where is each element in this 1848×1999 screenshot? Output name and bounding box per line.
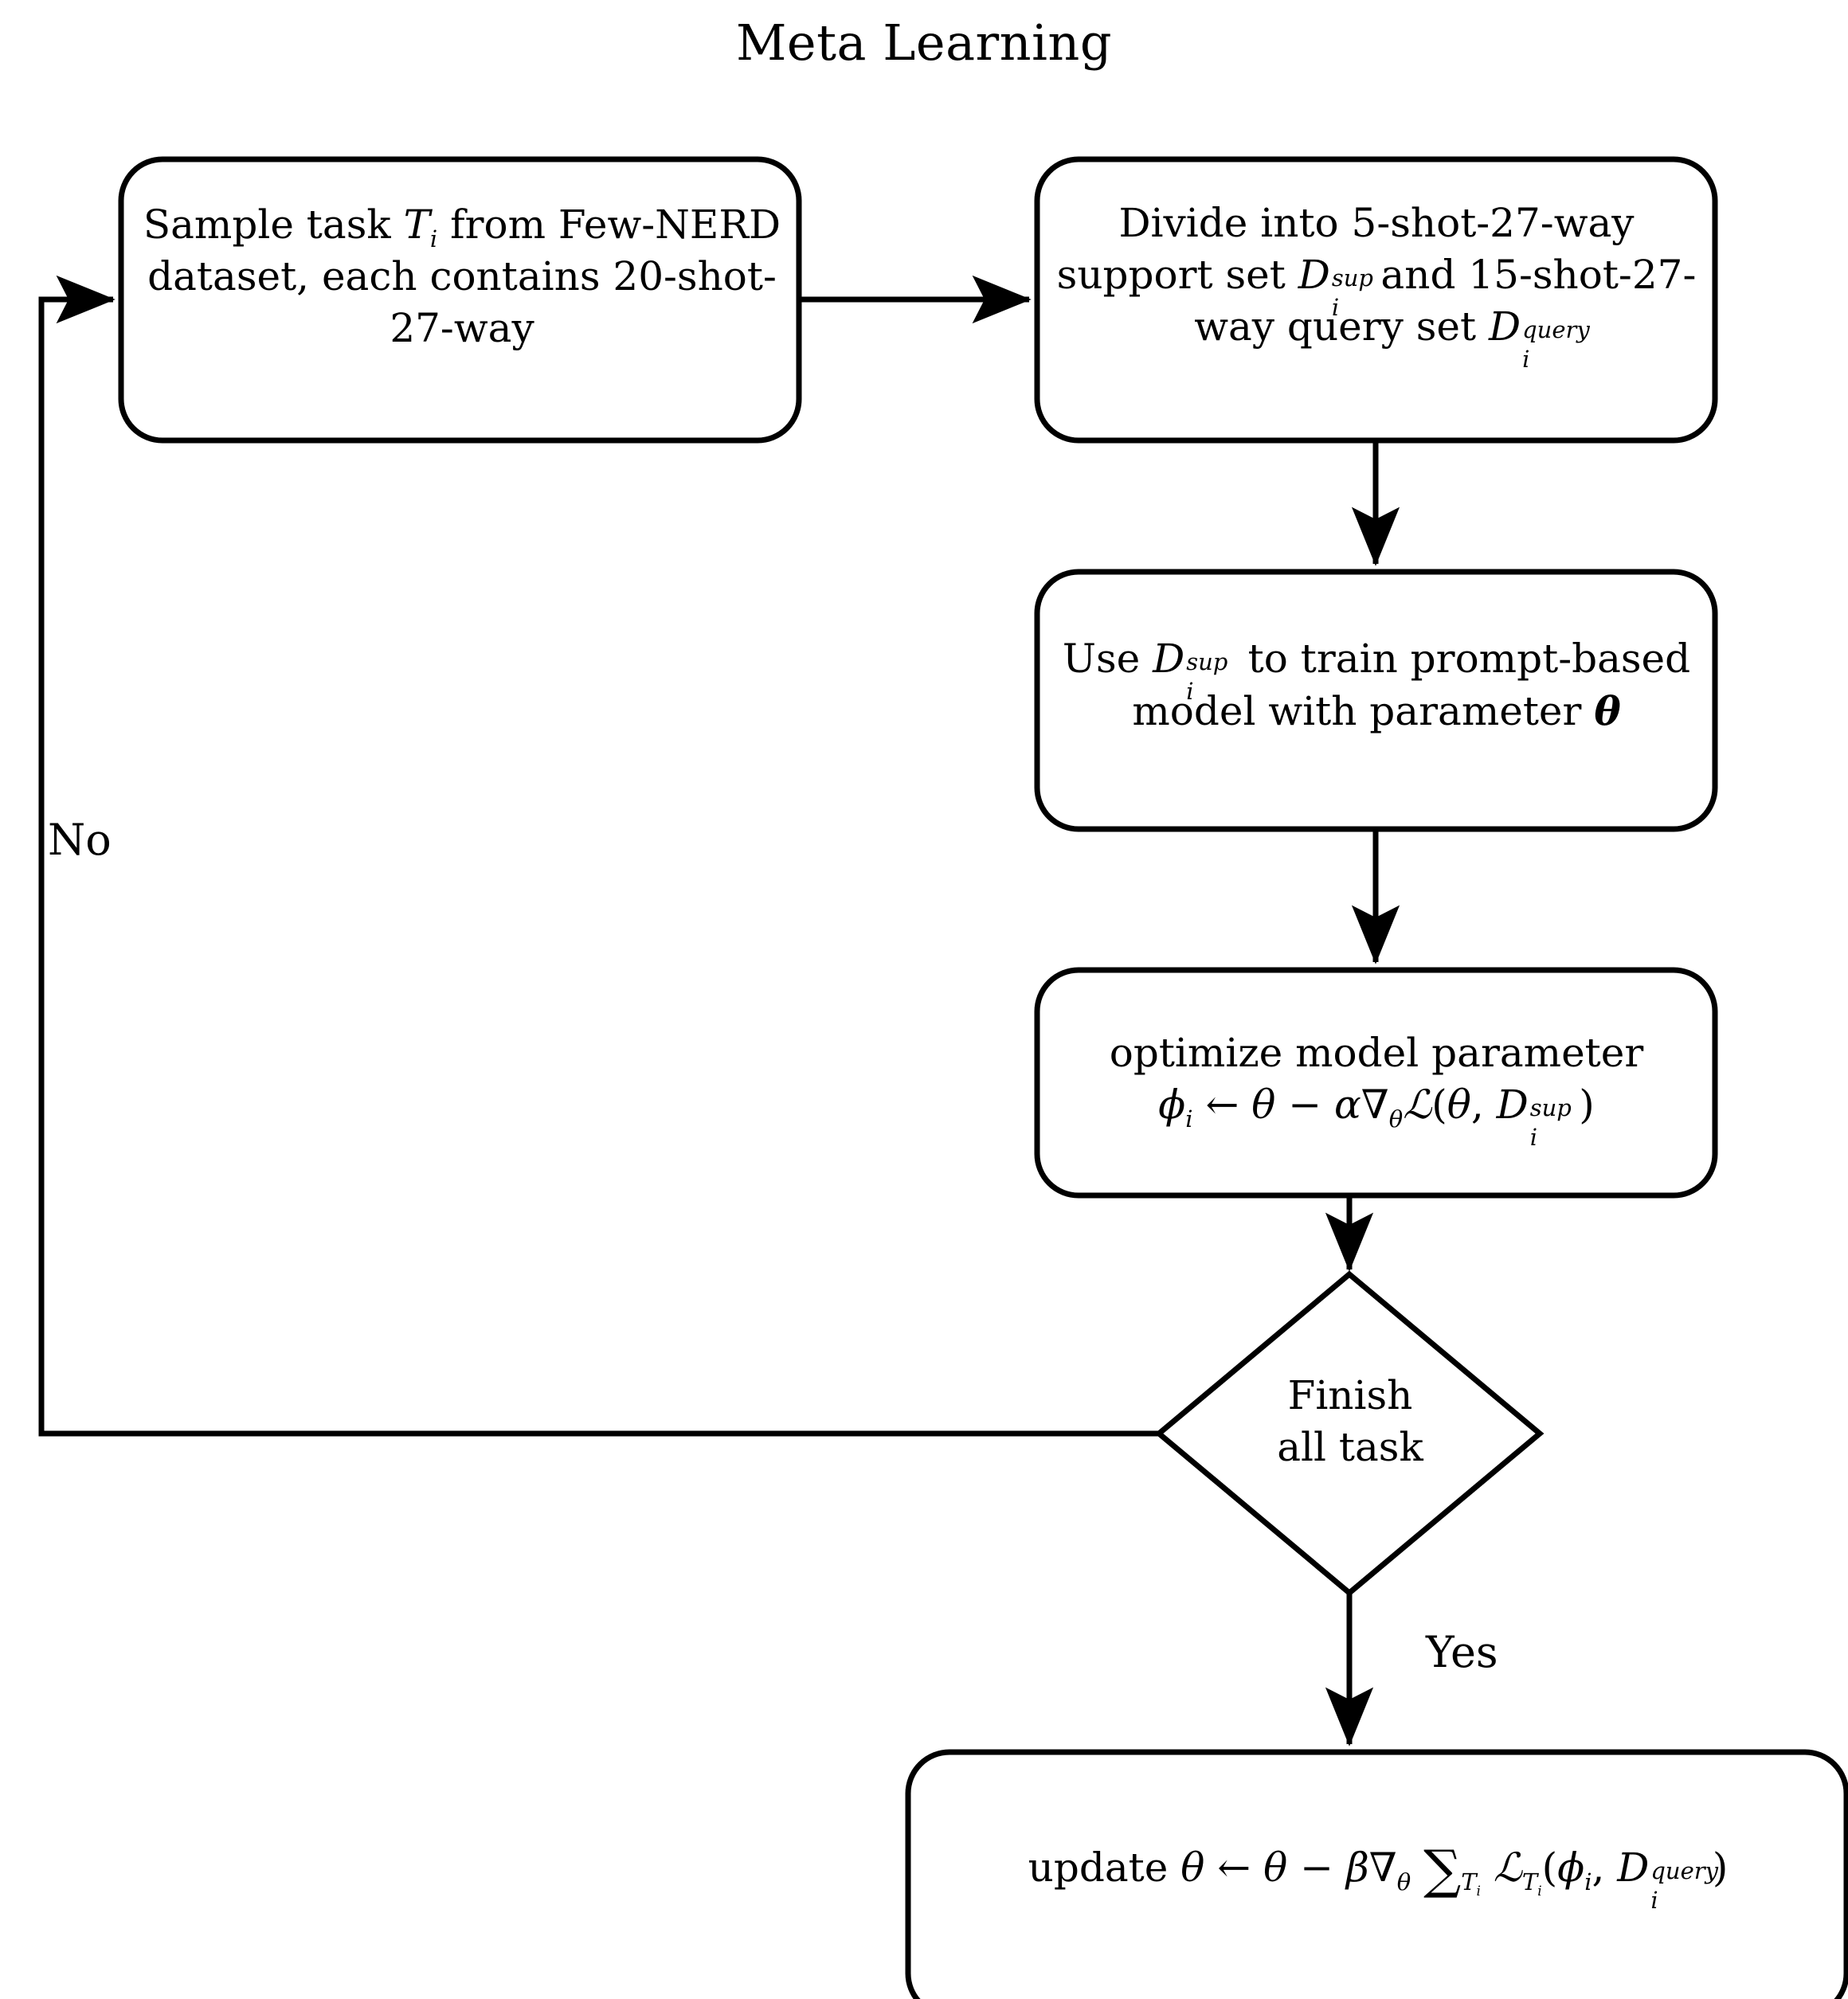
- edge-finish-all-task-to-sample-task: [38, 275, 1159, 1437]
- node-update-theta[interactable]: [905, 1749, 1848, 1999]
- node-label-sample-task: Sample task Ti from Few-NERD dataset, ea…: [143, 201, 794, 351]
- page-title: Meta Learning: [735, 14, 1113, 72]
- node-optimize-parameter[interactable]: [1034, 967, 1718, 1199]
- edge-label-no: No: [48, 815, 112, 865]
- edge-label-yes: Yes: [1426, 1627, 1498, 1677]
